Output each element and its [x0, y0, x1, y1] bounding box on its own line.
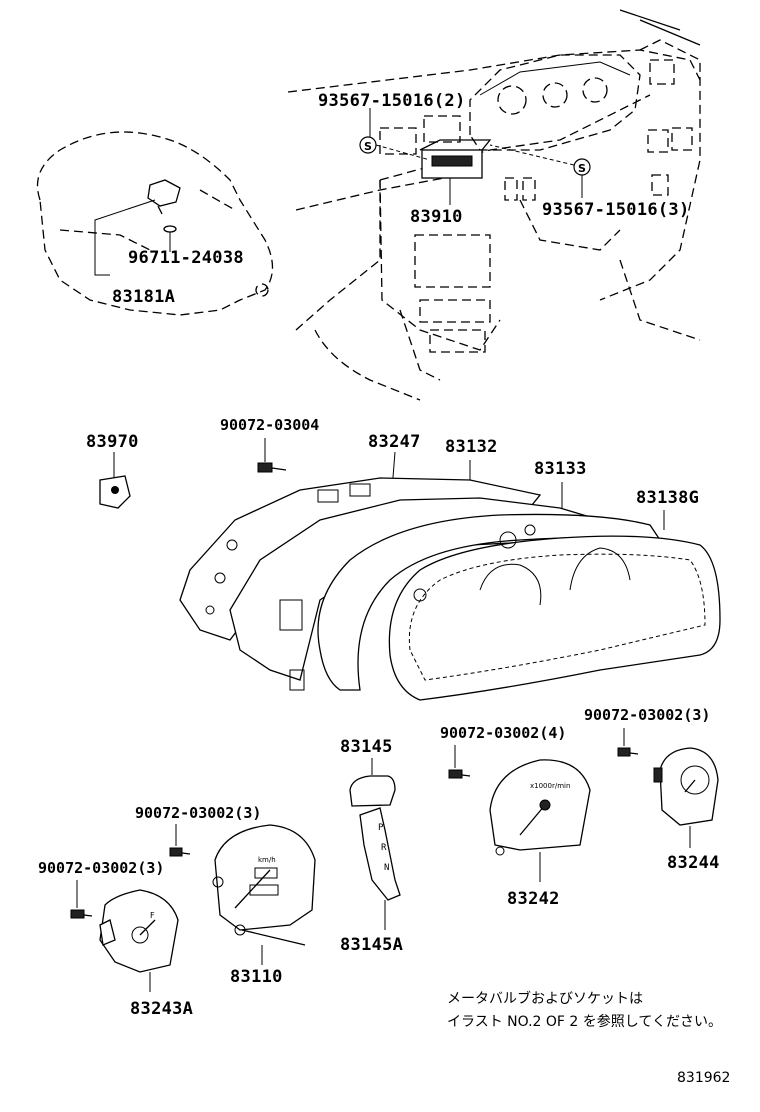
label-93567-15016-2: 93567-15016(2): [318, 91, 466, 111]
connector-83970-icon: [99, 475, 131, 509]
label-90072-03002-3-far: 90072-03002(3): [38, 859, 164, 877]
svg-text:N: N: [384, 863, 389, 873]
label-83970: 83970: [86, 432, 139, 452]
note-line-1: メータバルブおよびソケットは: [447, 990, 643, 1007]
label-83247: 83247: [368, 432, 421, 452]
tachometer-83242-icon: x1000r/min: [489, 759, 591, 856]
label-83110: 83110: [230, 967, 283, 987]
label-83910: 83910: [410, 207, 463, 227]
indicator-lens-83145-icon: [349, 775, 396, 807]
speed-sensor-icon: [147, 179, 181, 233]
svg-text:km/h: km/h: [258, 856, 276, 864]
bolt-icon: [70, 909, 93, 919]
bolt-icon: [617, 747, 639, 757]
label-90072-03004: 90072-03004: [220, 416, 319, 434]
bolt-icon: [257, 462, 287, 473]
note-line-2: イラスト NO.2 OF 2 を参照してください。: [447, 1013, 722, 1030]
screw-s-symbol-2: S: [573, 158, 591, 176]
label-93567-15016-3: 93567-15016(3): [542, 200, 690, 220]
dashboard-outline: [287, 9, 701, 401]
svg-text:F: F: [150, 911, 155, 920]
label-83133: 83133: [534, 459, 587, 479]
label-83138G: 83138G: [636, 488, 699, 508]
instrument-cluster-icon: [179, 477, 721, 701]
bolt-icon: [169, 847, 191, 857]
screw-symbol-text: S: [578, 162, 586, 175]
screw-symbol-text: S: [364, 140, 372, 153]
label-83244: 83244: [667, 853, 720, 873]
label-90072-03002-3-right: 90072-03002(3): [584, 706, 710, 724]
bolt-icon: [448, 769, 471, 779]
label-83181A: 83181A: [112, 287, 175, 307]
shift-indicator-plate-icon: P R N: [359, 807, 401, 901]
svg-text:x1000r/min: x1000r/min: [530, 782, 570, 790]
svg-text:R: R: [381, 843, 387, 853]
label-83243A: 83243A: [130, 999, 193, 1019]
screw-s-symbol-1: S: [359, 136, 377, 154]
label-90072-03002-4: 90072-03002(4): [440, 724, 566, 742]
figure-number: 831962: [677, 1070, 730, 1086]
label-83145A: 83145A: [340, 935, 403, 955]
svg-text:P: P: [378, 823, 384, 833]
label-90072-03002-3-left: 90072-03002(3): [135, 804, 261, 822]
label-83242: 83242: [507, 889, 560, 909]
temp-gauge-83244-icon: [653, 747, 719, 826]
label-83145: 83145: [340, 737, 393, 757]
label-96711-24038: 96711-24038: [128, 248, 244, 268]
fuel-gauge-83243A-icon: F: [99, 889, 179, 973]
label-83132: 83132: [445, 437, 498, 457]
speedometer-83110-icon: km/h: [212, 824, 316, 946]
switch-83910: [419, 139, 492, 179]
transmission-outline: [36, 131, 274, 316]
